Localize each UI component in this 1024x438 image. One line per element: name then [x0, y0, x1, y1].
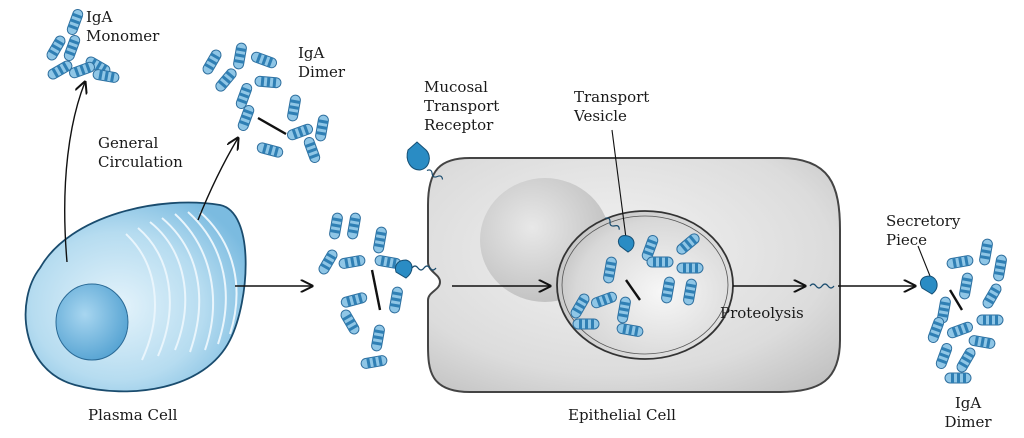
iga-dimer-top-label-line1: IgA — [298, 44, 325, 62]
epithelial-cell — [427, 157, 841, 393]
transport-vesicle-label-line1: Transport — [574, 88, 650, 106]
iga-monomer-label-line2: Monomer — [86, 27, 160, 45]
iga-dimer-right-label-line2: Dimer — [944, 413, 992, 431]
general-circulation-label: General Circulation — [98, 134, 183, 172]
iga-dimer-molecule-binding — [316, 211, 413, 370]
mucosal-label-line1: Mucosal — [424, 78, 488, 96]
general-circulation-label-line1: General — [98, 134, 159, 152]
secretory-piece-label: Secretory Piece — [886, 212, 960, 250]
iga-dimer-top-label-line2: Dimer — [298, 63, 346, 81]
arrow-to-dimer — [197, 138, 238, 221]
mucosal-label-line3: Receptor — [424, 116, 494, 134]
iga-dimer-molecule-vesicle — [568, 231, 704, 338]
iga-dimer-right-label: IgA Dimer — [938, 394, 998, 432]
transport-vesicle-label: Transport Vesicle — [574, 88, 649, 126]
proteolysis-label: Proteolysis — [720, 304, 804, 322]
secretory-piece-label-line1: Secretory — [886, 212, 961, 230]
plasma-cell-label: Plasma Cell — [88, 406, 178, 424]
iga-dimer-right-label-line1: IgA — [954, 394, 982, 412]
epithelial-cell-label: Epithelial Cell — [568, 406, 676, 424]
receptor-tail-membrane — [411, 265, 437, 271]
iga-dimer-top-label: IgA Dimer — [298, 44, 345, 82]
general-circulation-label-line2: Circulation — [98, 153, 183, 171]
mucosal-receptor-free — [406, 141, 444, 180]
plasma-cell-er-lines — [125, 211, 238, 361]
arrow-to-monomer — [64, 82, 85, 263]
secretory-piece-pointer — [917, 245, 931, 277]
mucosal-transport-receptor-label: Mucosal Transport Receptor — [424, 78, 499, 135]
transport-vesicle-pointer — [611, 129, 627, 239]
receptor-tail-vesicle — [605, 217, 620, 230]
iga-dimer-molecule-top — [200, 41, 330, 165]
secretory-piece-label-line2: Piece — [886, 231, 928, 249]
receptor-tail-fragment — [809, 283, 835, 289]
iga-monomer-label: IgA Monomer — [86, 8, 159, 46]
transport-vesicle-shape — [556, 210, 734, 360]
iga-monomer-label-line1: IgA — [86, 8, 113, 26]
iga-dimer-molecule-secreted — [919, 237, 1008, 384]
plasma-cell-nucleus — [55, 283, 129, 361]
transport-vesicle-label-line2: Vesicle — [574, 107, 627, 125]
mucosal-label-line2: Transport — [424, 97, 500, 115]
plasma-cell — [24, 201, 247, 393]
arrows — [64, 82, 915, 286]
